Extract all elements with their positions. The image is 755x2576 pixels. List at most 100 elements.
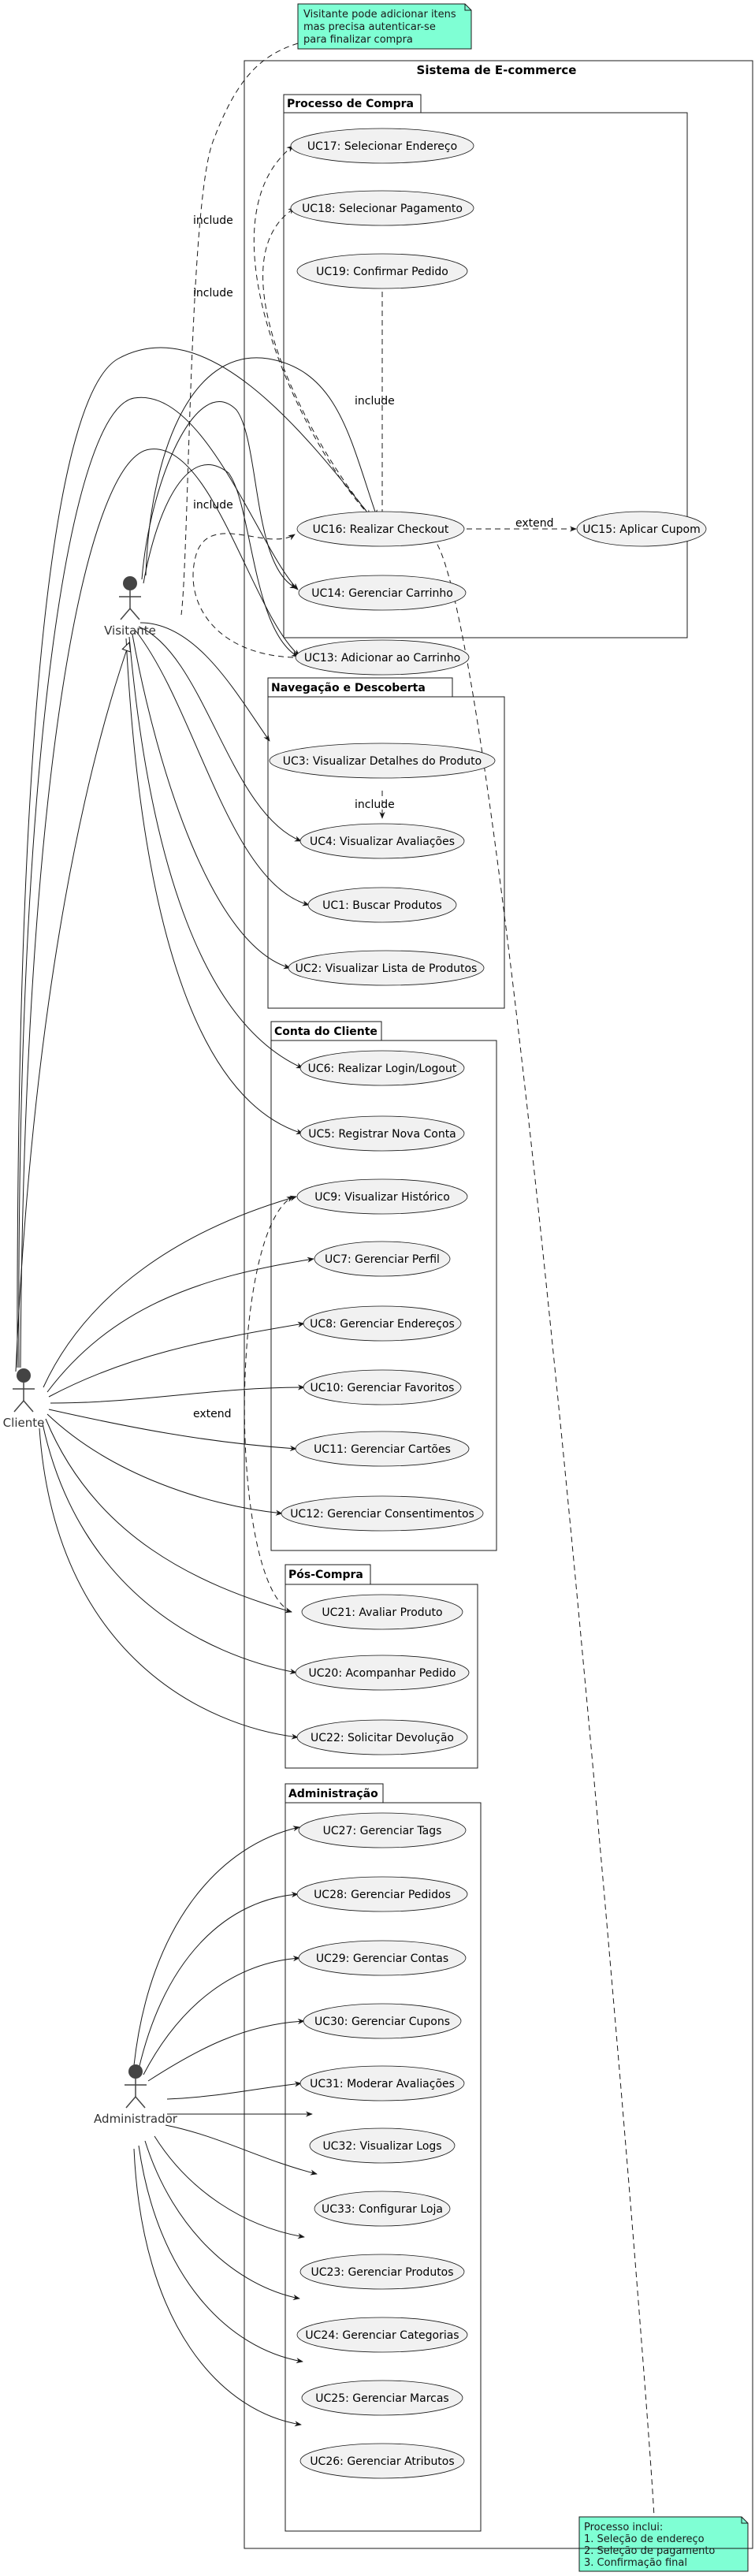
use-case-uc31[interactable]: UC31: Moderar Avaliações [299, 2065, 465, 2101]
use-case-uc24[interactable]: UC24: Gerenciar Categorias [296, 2317, 468, 2353]
associations-cliente-compra [17, 347, 371, 1368]
actor-administrador[interactable]: Administrador [94, 2064, 178, 2126]
package-admin: Administração [285, 1783, 482, 2532]
actor-administrador-label: Administrador [94, 2112, 178, 2126]
stick-figure-icon [13, 1368, 35, 1413]
uc1-label: UC1: Buscar Produtos [322, 899, 442, 912]
uc2-label: UC2: Visualizar Lista de Produtos [296, 962, 478, 975]
associations-visitante [125, 357, 378, 1135]
use-case-uc1[interactable]: UC1: Buscar Produtos [307, 887, 457, 923]
package-pos: Pós-Compra [285, 1564, 478, 1769]
use-case-uc29[interactable]: UC29: Gerenciar Contas [298, 1940, 467, 1976]
use-case-uc6[interactable]: UC6: Realizar Login/Logout [299, 1050, 465, 1086]
include-label-uc19: include [355, 395, 395, 408]
use-case-uc18[interactable]: UC18: Selecionar Pagamento [290, 190, 474, 226]
use-case-uc16[interactable]: UC16: Realizar Checkout [296, 511, 465, 547]
note-top-link [180, 43, 299, 616]
uc17-label: UC17: Selecionar Endereço [307, 140, 457, 153]
system-boundary [244, 60, 753, 2549]
extend-label-uc15: extend [515, 517, 554, 530]
use-case-uc19[interactable]: UC19: Confirmar Pedido [296, 253, 468, 289]
uc29-label: UC29: Gerenciar Contas [316, 1952, 448, 1965]
package-title-compra: Processo de Compra [287, 98, 414, 110]
use-case-uc26[interactable]: UC26: Gerenciar Atributos [299, 2443, 465, 2479]
uc27-label: UC27: Gerenciar Tags [323, 1825, 442, 1837]
use-case-uc20[interactable]: UC20: Acompanhar Pedido [295, 1655, 470, 1691]
uc15-label: UC15: Aplicar Cupom [582, 523, 700, 536]
use-case-uc27[interactable]: UC27: Gerenciar Tags [298, 1812, 467, 1848]
use-case-uc21[interactable]: UC21: Avaliar Produto [301, 1594, 463, 1630]
note-bottom: Processo inclui: 1. Seleção de endereço … [578, 2516, 749, 2572]
uc3-label: UC3: Visualizar Detalhes do Produto [283, 755, 482, 768]
uc28-label: UC28: Gerenciar Pedidos [314, 1889, 451, 1901]
note-top-line-3: para finalizar compra [303, 34, 413, 46]
use-case-uc25[interactable]: UC25: Gerenciar Marcas [301, 2380, 463, 2416]
use-case-uc32[interactable]: UC32: Visualizar Logs [309, 2127, 456, 2164]
actor-cliente[interactable]: Cliente [3, 1368, 45, 1430]
uc13-label: UC13: Adicionar ao Carrinho [304, 652, 460, 664]
use-case-uc5[interactable]: UC5: Registrar Nova Conta [299, 1115, 465, 1152]
actor-cliente-label: Cliente [3, 1416, 45, 1430]
note-bottom-line-3: 2. Seleção de pagamento [584, 2545, 715, 2557]
uc30-label: UC30: Gerenciar Cupons [314, 2016, 450, 2028]
use-case-uc8[interactable]: UC8: Gerenciar Endereços [303, 1305, 462, 1342]
package-navegacao: Navegação e Descoberta [267, 677, 505, 1009]
use-case-uc2[interactable]: UC2: Visualizar Lista de Produtos [288, 950, 485, 986]
use-case-uc7[interactable]: UC7: Gerenciar Perfil [314, 1241, 451, 1277]
uc31-label: UC31: Moderar Avaliações [310, 2078, 455, 2090]
note-bottom-line-1: Processo inclui: [584, 2522, 663, 2533]
system-title: Sistema de E-commerce [417, 63, 577, 77]
uc21-label: UC21: Avaliar Produto [322, 1606, 442, 1619]
uc23-label: UC23: Gerenciar Produtos [311, 2266, 453, 2279]
stick-figure-icon [125, 2064, 147, 2109]
uc16-label: UC16: Realizar Checkout [313, 523, 449, 536]
uc26-label: UC26: Gerenciar Atributos [310, 2455, 454, 2468]
uc32-label: UC32: Visualizar Logs [322, 2140, 441, 2153]
uc11-label: UC11: Gerenciar Cartões [314, 1443, 451, 1456]
uc12-label: UC12: Gerenciar Consentimentos [290, 1508, 474, 1521]
use-case-uc12[interactable]: UC12: Gerenciar Consentimentos [281, 1495, 484, 1532]
note-top-line-1: Visitante pode adicionar itens [303, 9, 456, 20]
note-bottom-line-2: 1. Seleção de endereço [584, 2533, 705, 2545]
uc25-label: UC25: Gerenciar Marcas [315, 2392, 448, 2405]
dependencies [180, 43, 655, 2518]
uc24-label: UC24: Gerenciar Categorias [305, 2329, 459, 2342]
use-case-uc13[interactable]: UC13: Adicionar ao Carrinho [295, 639, 470, 676]
include-label-uc17: include [193, 214, 233, 227]
note-icon [578, 2516, 749, 2572]
use-case-uc23[interactable]: UC23: Gerenciar Produtos [299, 2254, 465, 2290]
use-case-uc22[interactable]: UC22: Solicitar Devolução [296, 1719, 468, 1755]
use-case-uc10[interactable]: UC10: Gerenciar Favoritos [303, 1369, 462, 1405]
use-case-uc11[interactable]: UC11: Gerenciar Cartões [295, 1431, 470, 1467]
use-case-uc9[interactable]: UC9: Visualizar Histórico [296, 1178, 468, 1215]
package-compra: Processo de Compra [283, 94, 688, 638]
uc6-label: UC6: Realizar Login/Logout [308, 1063, 457, 1075]
package-title-navegacao: Navegação e Descoberta [271, 682, 426, 694]
note-top: Visitante pode adicionar itens mas preci… [297, 3, 472, 50]
generalization-cliente-visitante [15, 642, 129, 1372]
include-uc18-line [262, 207, 373, 519]
extend-label-uc21: extend [193, 1408, 232, 1420]
uc5-label: UC5: Registrar Nova Conta [308, 1128, 456, 1141]
use-case-uc15[interactable]: UC15: Aplicar Cupom [576, 511, 707, 547]
use-case-uc3[interactable]: UC3: Visualizar Detalhes do Produto [269, 743, 496, 779]
use-case-uc14[interactable]: UC14: Gerenciar Carrinho [298, 575, 467, 611]
include-uc13-line [192, 533, 296, 658]
actor-visitante[interactable]: Visitante [104, 576, 156, 638]
include-label-uc4: include [355, 798, 395, 811]
actor-visitante-label: Visitante [104, 624, 156, 638]
note-top-line-2: mas precisa autenticar-se [303, 21, 436, 33]
use-case-uc28[interactable]: UC28: Gerenciar Pedidos [296, 1876, 468, 1912]
uc9-label: UC9: Visualizar Histórico [314, 1191, 450, 1204]
use-case-uc30[interactable]: UC30: Gerenciar Cupons [303, 2003, 462, 2039]
use-case-uc33[interactable]: UC33: Configurar Loja [314, 2191, 451, 2227]
use-case-uc4[interactable]: UC4: Visualizar Avaliações [299, 823, 465, 859]
uc18-label: UC18: Selecionar Pagamento [302, 203, 463, 215]
note-icon [297, 3, 472, 50]
package-title-admin: Administração [288, 1788, 378, 1800]
use-case-uc17[interactable]: UC17: Selecionar Endereço [290, 128, 474, 164]
uc20-label: UC20: Acompanhar Pedido [308, 1667, 456, 1680]
uc19-label: UC19: Confirmar Pedido [316, 266, 448, 278]
uc22-label: UC22: Solicitar Devolução [311, 1732, 454, 1744]
